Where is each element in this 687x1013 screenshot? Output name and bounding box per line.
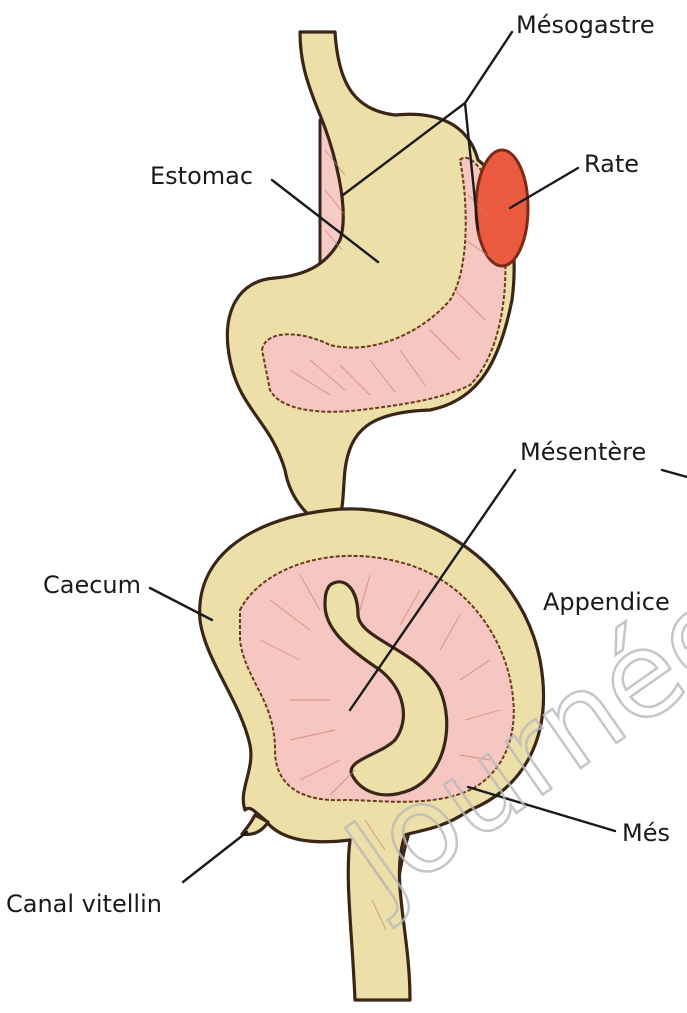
label-mes-bottom: Més	[622, 819, 670, 847]
label-mesogastre: Mésogastre	[516, 11, 655, 39]
leader-appendice	[662, 470, 687, 477]
label-canal-vitellin: Canal vitellin	[6, 890, 162, 918]
spleen-shape	[476, 150, 528, 266]
label-mesentere: Mésentère	[520, 438, 646, 466]
leader-canal-vitellin	[183, 832, 247, 882]
label-appendice: Appendice	[543, 588, 670, 616]
label-rate: Rate	[584, 150, 639, 178]
label-caecum: Caecum	[43, 571, 141, 599]
label-estomac: Estomac	[150, 162, 253, 190]
